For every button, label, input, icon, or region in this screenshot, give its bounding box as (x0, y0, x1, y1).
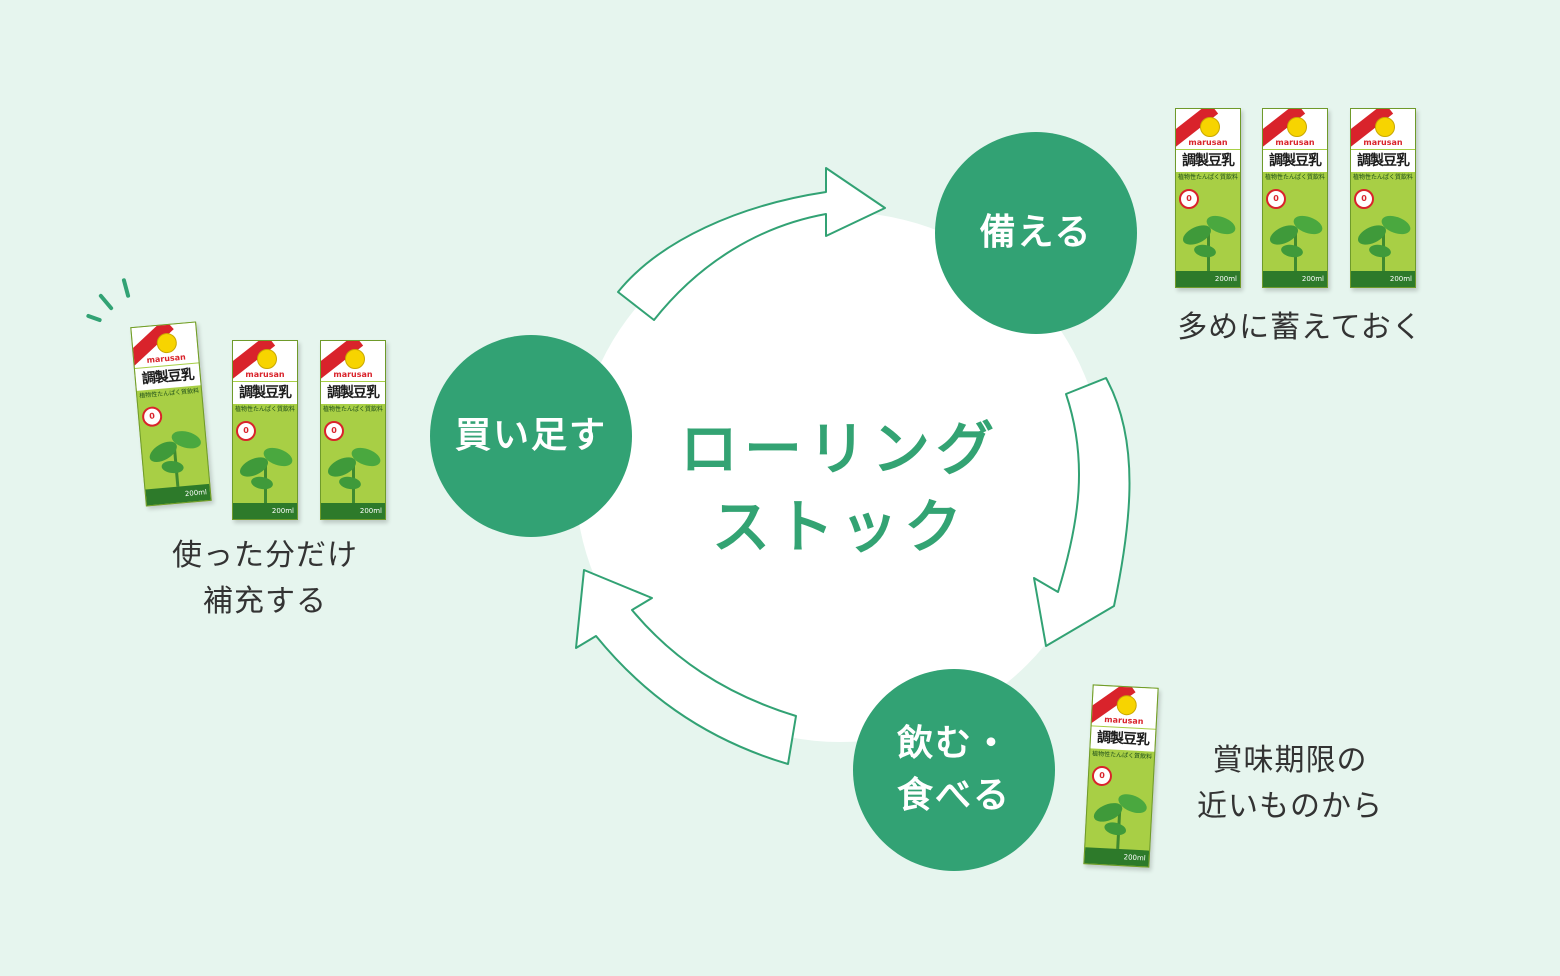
node-nomu-label-line2: 食べる (896, 775, 1011, 816)
caption-nomu-line2: 近いものから (1197, 789, 1383, 824)
smiley-logo-icon (1287, 117, 1307, 137)
carton-subtitle: 植物性たんぱく質飲料 (1352, 174, 1413, 181)
sprout-leaf-icon (338, 475, 362, 491)
node-sonaeru: 備える (935, 132, 1137, 334)
carton-badge: 0 (141, 405, 163, 428)
smiley-logo-icon (1375, 117, 1395, 137)
sprout-leaf-icon (250, 475, 274, 491)
carton-subtitle: 植物性たんぱく質飲料 (1264, 174, 1325, 181)
arrow-to-kaitasu (575, 569, 797, 765)
carton-name: 調製豆乳 (233, 382, 297, 404)
carton-brand: marusan (333, 370, 373, 379)
caption-nomu-line1: 賞味期限の (1212, 743, 1368, 778)
carton-badge: 0 (324, 421, 344, 441)
carton-subtitle: 植物性たんぱく質飲料 (1091, 750, 1153, 761)
caption-nomu: 賞味期限の 近いものから (1165, 738, 1415, 830)
carton-name: 調製豆乳 (134, 363, 201, 391)
carton-volume: 200ml (233, 503, 297, 519)
soy-milk-carton: marusan 調製豆乳植物性たんぱく質飲料 0 200ml (1350, 108, 1416, 288)
carton-brand: marusan (1363, 138, 1403, 147)
carton-brand: marusan (1188, 138, 1228, 147)
carton-subtitle: 植物性たんぱく質飲料 (1177, 174, 1238, 181)
center-title: ローリング ストック (640, 410, 1040, 566)
carton-volume: 200ml (1176, 271, 1240, 287)
carton-badge: 0 (1179, 189, 1199, 209)
caption-kaitasu-line1: 使った分だけ (172, 538, 358, 573)
carton-brand: marusan (245, 370, 285, 379)
carton-volume: 200ml (1263, 271, 1327, 287)
sprout-leaf-icon (1368, 243, 1392, 259)
soy-milk-carton: marusan 調製豆乳植物性たんぱく質飲料 0 200ml (1262, 108, 1328, 288)
node-kaitasu: 買い足す (430, 335, 632, 537)
carton-name: 調製豆乳 (1090, 726, 1156, 752)
sprout-leaf-icon (1103, 820, 1128, 838)
carton-name: 調製豆乳 (321, 382, 385, 404)
arrow-to-nomu (1033, 377, 1131, 647)
carton-volume: 200ml (321, 503, 385, 519)
carton-badge: 0 (236, 421, 256, 441)
carton-volume: 200ml (1084, 847, 1150, 867)
soy-milk-carton: marusan 調製豆乳植物性たんぱく質飲料 0 200ml (1175, 108, 1241, 288)
carton-volume: 200ml (1351, 271, 1415, 287)
center-title-line2: ストック (711, 493, 968, 561)
carton-name: 調製豆乳 (1263, 150, 1327, 172)
sprout-leaf-icon (1193, 243, 1217, 259)
soy-milk-carton: marusan 調製豆乳植物性たんぱく質飲料 0 200ml (232, 340, 298, 520)
carton-badge: 0 (1266, 189, 1286, 209)
smiley-logo-icon (1200, 117, 1220, 137)
arrow-to-sonaeru (617, 167, 886, 321)
node-nomu: 飲む・ 食べる (853, 669, 1055, 871)
caption-kaitasu-line2: 補充する (203, 584, 327, 619)
node-nomu-label-line1: 飲む・ (896, 723, 1011, 764)
carton-badge: 0 (1091, 765, 1113, 787)
caption-sonaeru: 多めに蓄えておく (1177, 310, 1423, 345)
smiley-logo-icon (257, 349, 277, 369)
carton-subtitle: 植物性たんぱく質飲料 (234, 406, 295, 413)
carton-name: 調製豆乳 (1351, 150, 1415, 172)
soy-milk-carton: marusan 調製豆乳植物性たんぱく質飲料 0 200ml (320, 340, 386, 520)
smiley-logo-icon (345, 349, 365, 369)
carton-badge: 0 (1354, 189, 1374, 209)
carton-subtitle: 植物性たんぱく質飲料 (322, 406, 383, 413)
node-kaitasu-label: 買い足す (454, 415, 607, 456)
node-sonaeru-label: 備える (979, 212, 1093, 253)
carton-brand: marusan (1275, 138, 1315, 147)
carton-name: 調製豆乳 (1176, 150, 1240, 172)
sprout-leaf-icon (161, 460, 185, 474)
sprout-leaf-icon (1280, 243, 1304, 259)
caption-kaitasu: 使った分だけ 補充する (140, 533, 390, 625)
center-title-line1: ローリング (679, 415, 1000, 483)
